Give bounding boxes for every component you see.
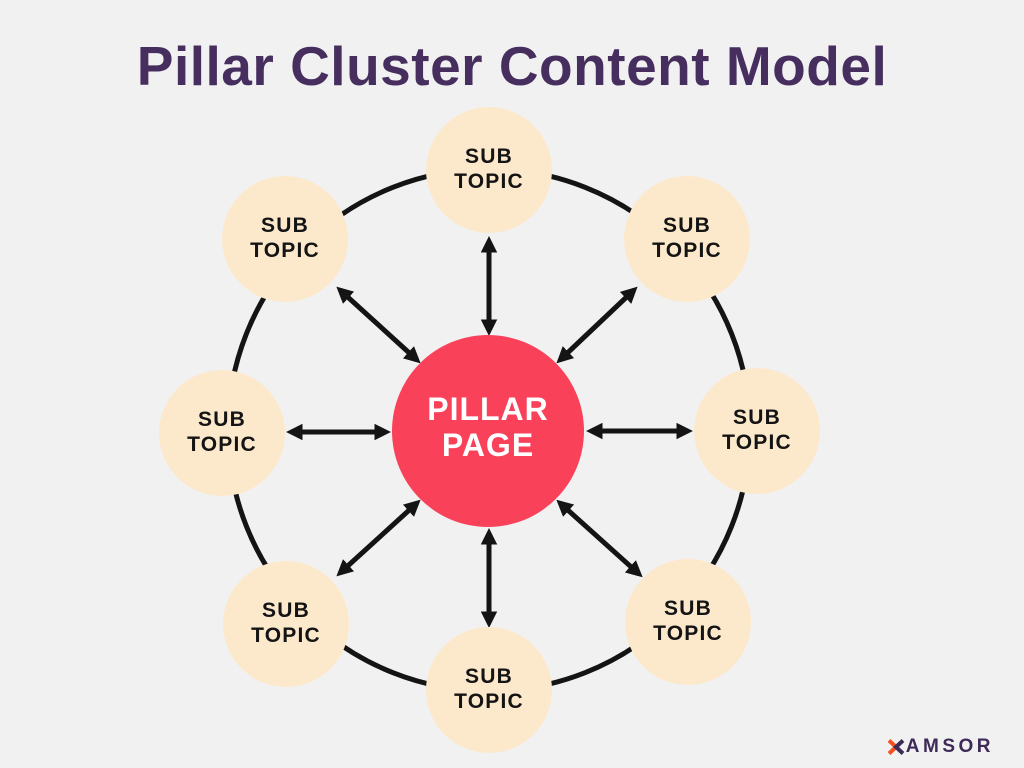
- subtopic-label-line1: SUB: [465, 145, 513, 168]
- subtopic-circle: [159, 370, 285, 496]
- subtopic-label-line1: SUB: [663, 214, 711, 237]
- subtopic-label-line1: SUB: [733, 406, 781, 429]
- logo-text: AMSOR: [905, 736, 994, 757]
- x-right-chevron: [892, 739, 905, 755]
- subtopic-label-line1: SUB: [261, 214, 309, 237]
- subtopic-node-left: SUB TOPIC: [159, 370, 285, 496]
- pillar-page-node: PILLAR PAGE: [392, 335, 584, 527]
- xamsor-x-icon: [887, 739, 905, 755]
- subtopic-label-line2: TOPIC: [722, 431, 792, 454]
- subtopic-label-line2: TOPIC: [187, 433, 257, 456]
- connector-arrow-bottom-right: [556, 499, 643, 578]
- subtopic-node-bottom-right: SUB TOPIC: [625, 559, 751, 685]
- subtopic-label-line1: SUB: [465, 665, 513, 688]
- connector-arrow-top-left: [336, 286, 421, 364]
- subtopic-circle: [223, 561, 349, 687]
- subtopic-label-line2: TOPIC: [653, 622, 723, 645]
- subtopic-circle: [694, 368, 820, 494]
- subtopic-label-line2: TOPIC: [251, 624, 321, 647]
- connector-arrow-top-right: [556, 286, 638, 364]
- subtopic-label-line1: SUB: [664, 597, 712, 620]
- subtopic-circle: [625, 559, 751, 685]
- pillar-label-line2: PAGE: [442, 427, 534, 463]
- subtopic-circle: [426, 107, 552, 233]
- subtopic-node-top: SUB TOPIC: [426, 107, 552, 233]
- page-title: Pillar Cluster Content Model: [136, 35, 888, 97]
- connectors: [286, 236, 693, 628]
- subtopic-label-line2: TOPIC: [250, 239, 320, 262]
- subtopic-node-bottom-left: SUB TOPIC: [223, 561, 349, 687]
- subtopic-node-top-right: SUB TOPIC: [624, 176, 750, 302]
- subtopic-circle: [222, 176, 348, 302]
- xamsor-logo: AMSOR: [887, 736, 994, 758]
- connector-arrow-bottom-left: [336, 499, 421, 577]
- pillar-label-line1: PILLAR: [427, 391, 549, 427]
- subtopic-node-right: SUB TOPIC: [694, 368, 820, 494]
- subtopic-label-line1: SUB: [262, 599, 310, 622]
- subtopic-label-line2: TOPIC: [454, 170, 524, 193]
- subtopic-label-line1: SUB: [198, 408, 246, 431]
- subtopic-circle: [426, 627, 552, 753]
- subtopic-node-bottom: SUB TOPIC: [426, 627, 552, 753]
- subtopic-node-top-left: SUB TOPIC: [222, 176, 348, 302]
- subtopic-circle: [624, 176, 750, 302]
- subtopic-label-line2: TOPIC: [454, 690, 524, 713]
- subtopic-label-line2: TOPIC: [652, 239, 722, 262]
- pillar-page-circle: [392, 335, 584, 527]
